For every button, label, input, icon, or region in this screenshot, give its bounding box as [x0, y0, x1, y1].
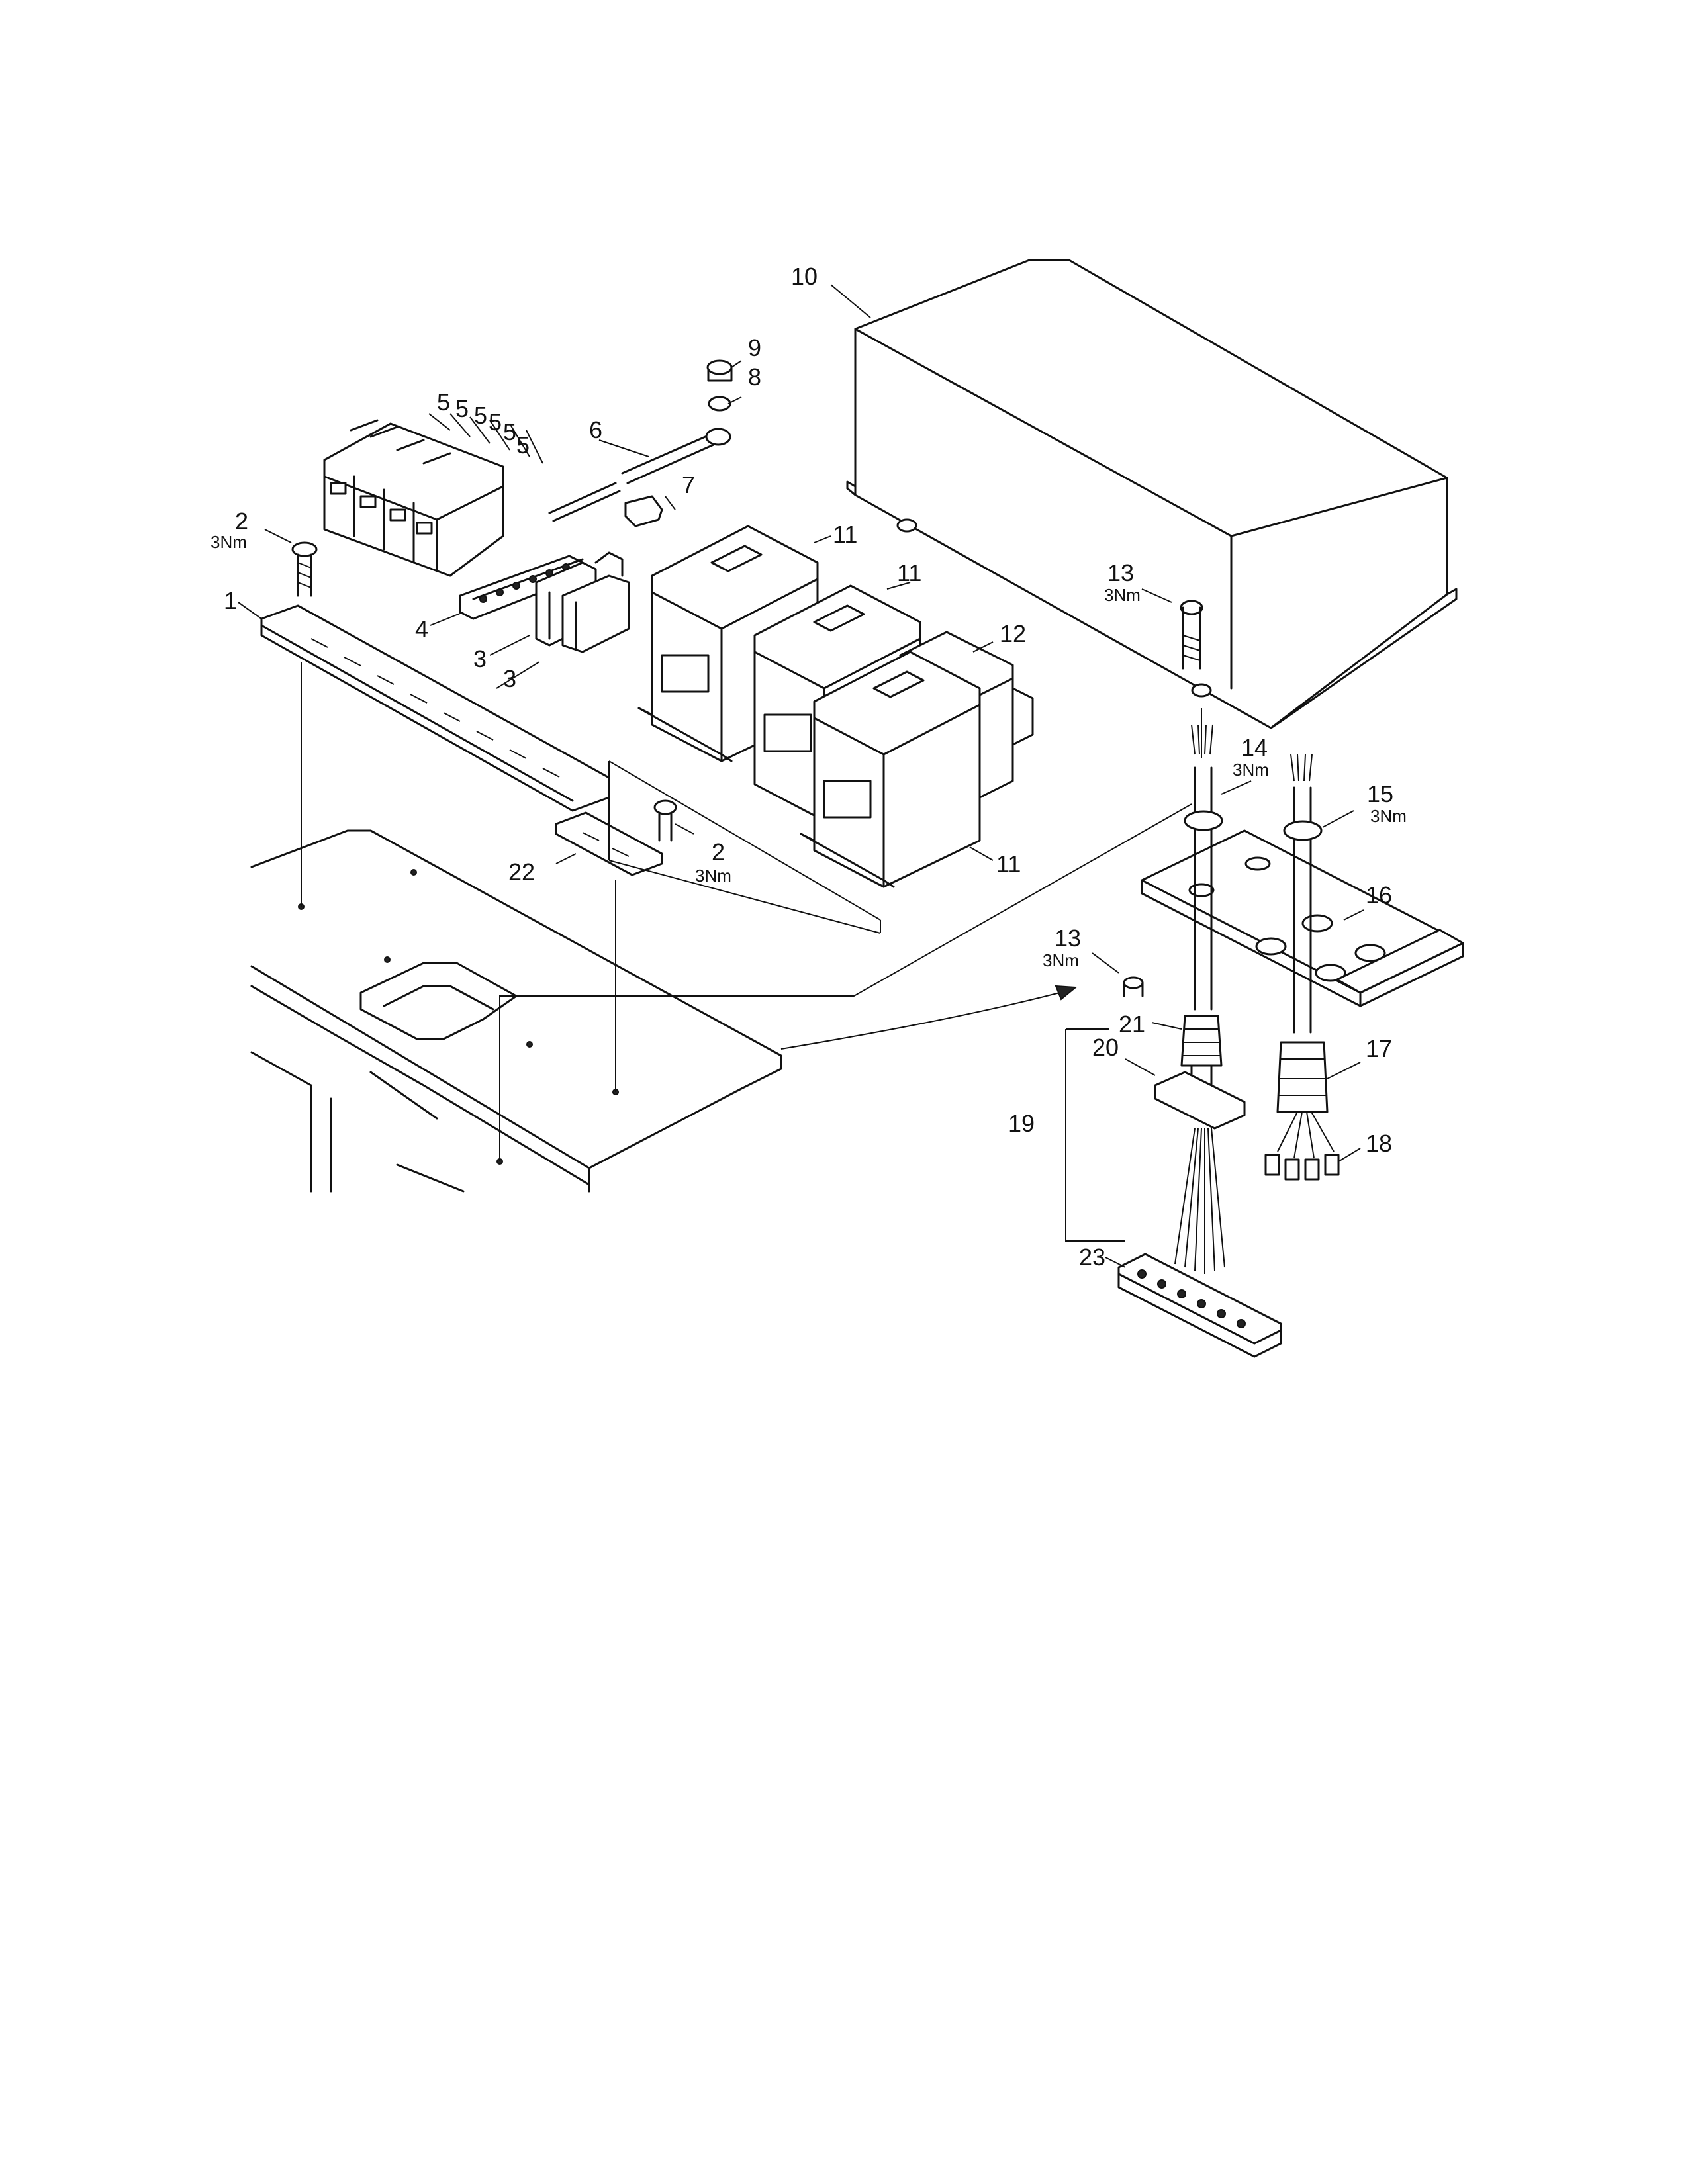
callout-11-b: 11	[897, 559, 921, 586]
torque-13-cover: 3Nm	[1104, 585, 1141, 605]
detail-arrow	[780, 989, 1073, 1050]
callout-2-left: 2	[235, 508, 248, 535]
callout-9: 9	[748, 334, 761, 361]
wire-bundle	[1174, 1128, 1225, 1274]
callout-7: 7	[682, 471, 695, 498]
cable-gland-14	[1184, 724, 1223, 1011]
terminal-blocks	[535, 551, 630, 653]
torque-2-left: 3Nm	[211, 532, 247, 552]
cable-gland-15	[1283, 754, 1323, 1034]
assembly-bracket	[608, 760, 881, 934]
circuit-breaker-block	[323, 419, 504, 577]
leader-lines	[238, 284, 1364, 1268]
cover-box	[846, 259, 1458, 729]
callout-16: 16	[1366, 882, 1392, 909]
cable-plate	[1141, 829, 1464, 1007]
callout-5-e: 5	[503, 418, 516, 445]
callout-20: 20	[1092, 1034, 1119, 1061]
screw-rail-left	[291, 541, 318, 597]
torque-14: 3Nm	[1233, 760, 1269, 780]
terminal-block-23	[1117, 1253, 1282, 1358]
callout-labels: 1 2 3Nm 2 3Nm 3 3 4 5 5 5 5 5 5 6 7 8 9 …	[211, 263, 1407, 1271]
torque-15: 3Nm	[1370, 806, 1407, 826]
callout-5-f: 5	[516, 432, 530, 459]
callout-14: 14	[1241, 734, 1268, 761]
callout-5-c: 5	[474, 402, 487, 429]
callout-5-d: 5	[489, 408, 502, 435]
callout-19: 19	[1008, 1110, 1035, 1137]
callout-22: 22	[508, 858, 535, 886]
machine-base	[250, 829, 782, 1193]
torque-13-plate: 3Nm	[1043, 950, 1079, 970]
callout-3-a: 3	[473, 645, 487, 672]
callout-2-right: 2	[712, 839, 725, 866]
callout-5-b: 5	[455, 395, 469, 422]
crimp-terminals-18	[1264, 1154, 1340, 1181]
callout-21: 21	[1119, 1011, 1145, 1038]
alignment-lines	[301, 662, 1202, 1161]
terminal-strip	[459, 555, 584, 620]
callout-8: 8	[748, 363, 761, 390]
callout-1: 1	[224, 587, 237, 614]
callout-6: 6	[589, 416, 602, 443]
callout-13-cover: 13	[1107, 559, 1134, 586]
callout-5-a: 5	[437, 388, 450, 416]
group-bracket-19	[1065, 1028, 1125, 1242]
callout-13-plate: 13	[1055, 925, 1081, 952]
callout-23: 23	[1079, 1244, 1105, 1271]
callout-11-a: 11	[833, 521, 857, 548]
callout-10: 10	[791, 263, 818, 290]
callout-18: 18	[1366, 1130, 1392, 1157]
screw-plate	[1123, 976, 1144, 997]
callout-12: 12	[1000, 620, 1026, 647]
screw-cover	[1180, 600, 1203, 670]
screw-rail-right	[653, 799, 677, 842]
bushing-plate-20	[1154, 1071, 1246, 1130]
callout-4: 4	[415, 615, 428, 643]
callout-15: 15	[1367, 780, 1393, 807]
ground-rod	[548, 359, 733, 527]
contactor-3	[800, 651, 981, 888]
cable-gland-17	[1276, 1041, 1335, 1159]
callout-17: 17	[1366, 1035, 1392, 1062]
torque-2-right: 3Nm	[695, 866, 731, 886]
detail-arrowhead	[1055, 985, 1078, 1001]
callout-11-c: 11	[996, 850, 1021, 878]
callout-3-b: 3	[503, 665, 516, 692]
